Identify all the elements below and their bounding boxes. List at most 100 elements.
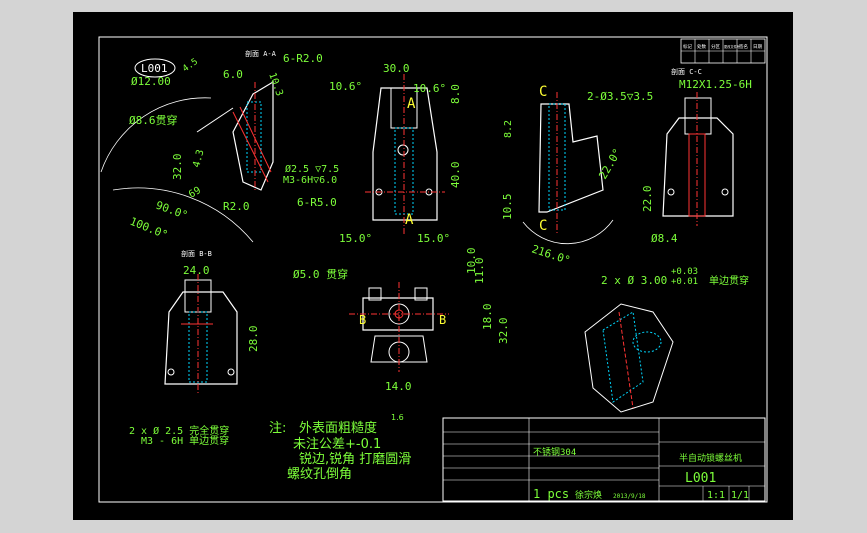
tb-scale: 1:1 <box>707 490 725 501</box>
tb-part-number: L001 <box>685 471 716 486</box>
top-lower-body <box>370 335 428 363</box>
front-dim-m3: M3-6H▽6.0 <box>283 175 337 186</box>
callout-right-main: 2 x Ø 3.00 <box>601 274 667 287</box>
tb-date: 2013/9/18 <box>613 493 646 500</box>
top-lug-right <box>414 287 428 301</box>
aa-bore <box>246 101 262 173</box>
side-dim-216: 216.0° <box>530 242 572 267</box>
rev-header-5: 签名 <box>739 43 748 50</box>
section-mark-b-left: B <box>359 313 366 327</box>
side-outline <box>538 103 604 213</box>
section-mark-a-top: A <box>407 96 416 112</box>
view-section-cc: 剖面 C-C M12X1.25-6H 22.0 Ø8.4 <box>641 67 752 245</box>
aa-dim-90: 90.0° <box>154 199 190 223</box>
rev-header-2: 处数 <box>697 43 706 50</box>
title-block-frame <box>442 417 766 502</box>
top-dim-14: 14.0 <box>385 380 412 393</box>
top-lug-left <box>368 287 382 301</box>
front-dim-d25: Ø2.5 ▽7.5 <box>285 163 339 175</box>
rev-header-4: 更改文件号 <box>724 44 740 49</box>
side-dim-2d35: 2-Ø3.5▽3.5 <box>587 90 653 103</box>
part-id-tag: L001 <box>141 62 168 75</box>
front-dim-8: 8.0 <box>449 84 462 104</box>
callout-left-line1: 2 x Ø 2.5 完全贯穿 <box>129 424 229 437</box>
cc-outline <box>662 117 734 217</box>
section-label-bb: 剖面 B-B <box>181 249 212 258</box>
front-dim-40: 40.0 <box>449 162 462 189</box>
iso-hole <box>632 331 662 353</box>
technical-notes: 注: 外表面粗糙度 1.6 未注公差+-0.1 锐边,锐角 打磨圆滑 螺纹孔倒角 <box>269 413 411 482</box>
notes-title: 注: <box>269 421 286 436</box>
front-dim-15-r: 15.0° <box>417 232 450 245</box>
hole-callout-right: +0.03 2 x Ø 3.00 +0.01 单边贯穿 <box>601 267 749 287</box>
aa-dim-69: 69 <box>187 185 203 201</box>
section-mark-a-bottom: A <box>405 212 414 228</box>
section-label-cc: 剖面 C-C <box>671 67 702 76</box>
top-dim-d5: Ø5.0 贯穿 <box>293 267 348 281</box>
drawing-sheet: L001 剖面 A-A Ø12.00 4.5 6.0 10.3 Ø8.6贯穿 3… <box>73 12 793 520</box>
bb-hole-left <box>167 368 175 376</box>
front-outline <box>372 87 438 221</box>
view-front: A A 6-R2.0 30.0 10.6° 10.6° 8.0 40.0 Ø2.… <box>283 52 462 245</box>
cc-dim-22: 22.0 <box>641 186 654 213</box>
part-id-ellipse <box>134 58 176 78</box>
notes-line2: 未注公差+-0.1 <box>293 437 381 452</box>
view-section-aa: L001 剖面 A-A Ø12.00 4.5 6.0 10.3 Ø8.6贯穿 3… <box>100 49 285 243</box>
view-section-bb: 剖面 B-B 24.0 28.0 <box>164 249 260 394</box>
aa-hatch-1 <box>232 111 269 183</box>
front-dim-6r5: 6-R5.0 <box>297 196 337 209</box>
aa-arc-90 <box>112 187 254 243</box>
aa-arm <box>196 107 234 133</box>
aa-dim-d12: Ø12.00 <box>131 75 171 88</box>
aa-outline <box>232 80 274 191</box>
cc-hole-right <box>721 188 729 196</box>
front-hole-top <box>397 144 409 156</box>
aa-dim-45: 4.5 <box>181 57 200 75</box>
tb-quantity: 1 pcs <box>533 487 569 501</box>
side-dim-105: 10.5 <box>501 194 514 221</box>
callout-tol-minus: +0.01 <box>671 277 698 287</box>
front-dim-6r2: 6-R2.0 <box>283 52 323 65</box>
aa-dim-32: 32.0 <box>171 154 184 181</box>
notes-roughness: 1.6 <box>391 413 404 422</box>
callout-right-suffix: 单边贯穿 <box>709 274 749 287</box>
view-side: C C 2-Ø3.5▽3.5 8.2 22.0° 10.5 216.0° <box>501 84 653 267</box>
side-dim-82: 8.2 <box>503 120 514 138</box>
tb-sheet: 1/1 <box>731 490 749 501</box>
view-isometric <box>584 303 674 413</box>
title-block: 不锈钢304 1 pcs 徐宗焕 2013/9/18 半自动锁螺丝机 L001 … <box>442 417 766 502</box>
cc-dim-m12: M12X1.25-6H <box>679 78 752 91</box>
top-dim-32: 32.0 <box>497 318 510 345</box>
aa-dim-6: 6.0 <box>223 68 243 81</box>
cc-hole-left <box>667 188 675 196</box>
side-arc-216 <box>522 219 614 245</box>
front-dim-106-r: 10.6° <box>413 82 446 95</box>
front-dim-15-l: 15.0° <box>339 232 372 245</box>
rev-header-3: 分区 <box>711 43 720 50</box>
bb-dim-24: 24.0 <box>183 264 210 277</box>
notes-line4: 螺纹孔倒角 <box>287 467 352 482</box>
cad-drawing: L001 剖面 A-A Ø12.00 4.5 6.0 10.3 Ø8.6贯穿 3… <box>98 36 768 503</box>
tb-drawing-title: 半自动锁螺丝机 <box>679 452 742 464</box>
top-dim-11: 11.0 <box>473 258 486 285</box>
aa-dim-d86: Ø8.6贯穿 <box>129 113 178 127</box>
aa-arc-100 <box>100 97 212 173</box>
bb-outline <box>164 291 238 385</box>
section-label-aa: 剖面 A-A <box>245 49 277 58</box>
rev-header-6: 日期 <box>753 44 762 50</box>
aa-dim-100: 100.0° <box>128 215 170 242</box>
aa-dim-r2: R2.0 <box>223 200 250 213</box>
front-dim-30: 30.0 <box>383 62 410 75</box>
hole-callout-left: 2 x Ø 2.5 完全贯穿 M3 - 6H 单边贯穿 <box>129 424 229 447</box>
top-dim-10: 10.0 <box>465 248 478 275</box>
front-dim-106-l: 10.6° <box>329 80 362 93</box>
rev-header-1: 标记 <box>683 43 692 50</box>
callout-left-line2: M3 - 6H 单边贯穿 <box>141 434 229 447</box>
cc-boss <box>684 97 712 135</box>
notes-line3: 锐边,锐角 打磨圆滑 <box>299 452 411 467</box>
top-outline <box>362 297 434 331</box>
revision-block: 标记 处数 分区 更改文件号 签名 日期 <box>680 38 766 64</box>
callout-tol-plus: +0.03 <box>671 267 698 277</box>
iso-centerline <box>618 311 634 409</box>
notes-line1: 外表面粗糙度 <box>299 420 377 436</box>
